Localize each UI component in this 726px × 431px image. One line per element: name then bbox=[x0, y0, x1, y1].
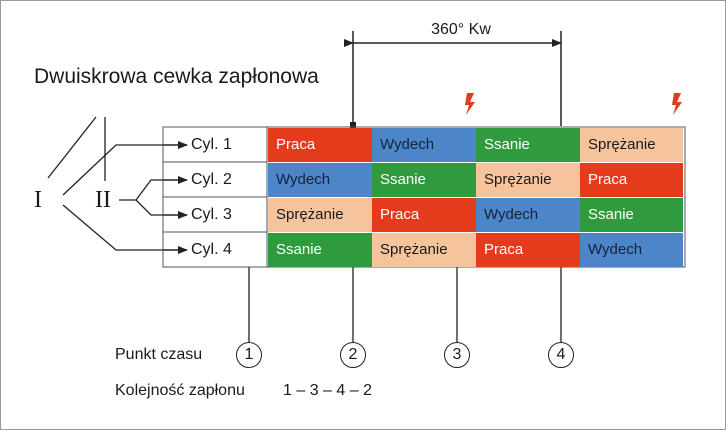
stroke-cell-ssanie: Ssanie bbox=[476, 128, 580, 162]
coil-1-wire-top bbox=[62, 144, 164, 196]
stroke-cell-ssanie: Ssanie bbox=[268, 233, 372, 267]
stroke-cell-sprezanie: Sprężanie bbox=[372, 233, 476, 267]
cycle-grid-frame bbox=[266, 126, 686, 268]
lightning-icon bbox=[465, 93, 475, 115]
stroke-cell-praca: Praca bbox=[476, 233, 580, 267]
time-point-3: 3 bbox=[444, 342, 470, 368]
stroke-cell-ssanie: Ssanie bbox=[580, 198, 683, 232]
stroke-cell-praca: Praca bbox=[580, 163, 683, 197]
time-point-4: 4 bbox=[548, 342, 574, 368]
stroke-cell-praca: Praca bbox=[372, 198, 476, 232]
firing-order-label: Kolejność zapłonu bbox=[115, 382, 245, 399]
stroke-cell-wydech: Wydech bbox=[372, 128, 476, 162]
time-points-label: Punkt czasu bbox=[115, 346, 203, 363]
stroke-cell-sprezanie: Sprężanie bbox=[476, 163, 580, 197]
stroke-cell-praca: Praca bbox=[268, 128, 372, 162]
stroke-cell-wydech: Wydech bbox=[476, 198, 580, 232]
coil-1-wire-bottom bbox=[62, 204, 164, 251]
time-point-1: 1 bbox=[236, 342, 262, 368]
coil-1-leader bbox=[47, 116, 97, 179]
cylinder-label-1: Cyl. 1 bbox=[191, 136, 232, 153]
stroke-cell-wydech: Wydech bbox=[580, 233, 683, 267]
stroke-cell-sprezanie: Sprężanie bbox=[268, 198, 372, 232]
coil-2-wire-top bbox=[119, 179, 164, 201]
lightning-icon bbox=[672, 93, 682, 115]
coil-label-ii: II bbox=[95, 187, 111, 213]
firing-order-value: 1 – 3 – 4 – 2 bbox=[283, 382, 372, 399]
stroke-cell-sprezanie: Sprężanie bbox=[580, 128, 683, 162]
diagram-title: Dwuiskrowa cewka zapłonowa bbox=[34, 65, 319, 88]
cylinder-label-3: Cyl. 3 bbox=[191, 206, 232, 223]
time-point-2: 2 bbox=[340, 342, 366, 368]
stroke-cell-wydech: Wydech bbox=[268, 163, 372, 197]
crank-angle-label: 360° Kw bbox=[431, 21, 491, 38]
cylinder-label-2: Cyl. 2 bbox=[191, 171, 232, 188]
coil-2-wire-bottom bbox=[135, 199, 164, 216]
stroke-cell-ssanie: Ssanie bbox=[372, 163, 476, 197]
coil-label-i: I bbox=[34, 187, 42, 213]
cylinder-label-4: Cyl. 4 bbox=[191, 241, 232, 258]
